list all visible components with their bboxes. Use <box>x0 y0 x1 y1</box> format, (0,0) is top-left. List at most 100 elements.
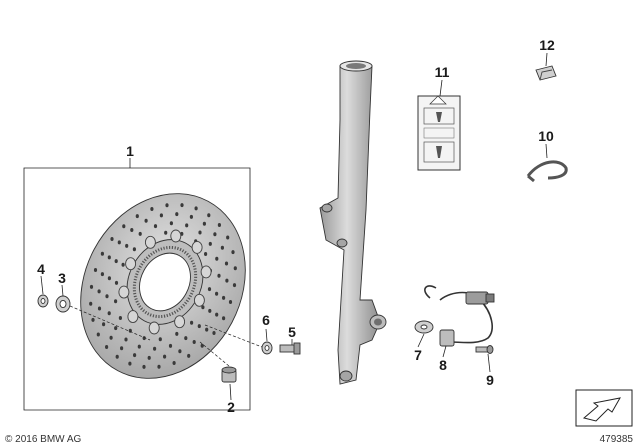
disc-floating-rivet <box>170 229 182 243</box>
disc-vent-hole <box>105 345 109 349</box>
leader-11 <box>439 79 443 97</box>
screw-part-9 <box>475 345 494 354</box>
disc-vent-hole <box>198 230 202 235</box>
callout-12: 12 <box>539 37 555 53</box>
disc-vent-hole <box>100 272 104 277</box>
leader-2 <box>229 383 232 401</box>
disc-vent-hole <box>114 280 119 285</box>
disc-vent-hole <box>217 273 221 278</box>
callout-5: 5 <box>288 324 296 340</box>
disc-vent-hole <box>204 252 208 256</box>
disc-vent-hole <box>178 349 182 354</box>
disc-vent-hole <box>224 261 229 266</box>
bolt-part-5 <box>279 342 301 355</box>
disc-vent-hole <box>213 232 217 237</box>
disc-vent-hole <box>142 364 146 369</box>
disc-vent-hole <box>231 250 235 255</box>
disc-floating-rivet <box>200 265 212 279</box>
disc-floating-rivet <box>193 293 205 307</box>
callout-7: 7 <box>414 347 422 363</box>
disc-vent-hole <box>132 247 136 252</box>
leader-dash-3 <box>69 305 151 341</box>
washer-part-6 <box>261 341 273 355</box>
cable-clip-part-10 <box>526 160 568 183</box>
washer-part <box>55 295 71 313</box>
disc-vent-hole <box>114 326 118 331</box>
group-bracket <box>23 167 251 411</box>
leader-3 <box>61 284 64 297</box>
fork-slider <box>319 60 387 385</box>
disc-floating-rivet <box>118 285 130 299</box>
disc-vent-hole <box>215 312 219 317</box>
callout-9: 9 <box>486 372 494 388</box>
disc-vent-hole <box>202 221 206 226</box>
leader-9 <box>487 353 491 373</box>
disc-vent-hole <box>125 243 129 248</box>
disc-vent-hole <box>158 337 162 342</box>
disc-vent-hole <box>114 299 118 304</box>
disc-vent-hole <box>117 240 121 245</box>
disc-floating-rivet <box>148 321 160 335</box>
disc-vent-hole <box>225 278 229 283</box>
disc-vent-hole <box>169 221 173 226</box>
disc-vent-hole <box>208 241 212 246</box>
disc-vent-hole <box>165 203 169 208</box>
disc-vent-hole <box>190 320 194 325</box>
disc-vent-hole <box>157 364 161 369</box>
disc-floating-rivet <box>127 310 139 324</box>
disc-vent-hole <box>212 331 216 335</box>
disc-vent-hole <box>137 344 141 349</box>
disc-vent-hole <box>201 305 205 310</box>
disc-vent-hole <box>208 308 212 313</box>
circlip-part <box>37 294 49 308</box>
spacer-part-7 <box>414 320 434 334</box>
disc-vent-hole <box>153 224 158 229</box>
disc-vent-hole <box>175 331 179 336</box>
leader-12 <box>545 52 548 67</box>
disc-vent-hole <box>93 268 98 272</box>
brake-disc <box>80 193 246 379</box>
disc-vent-hole <box>107 255 111 260</box>
disc-vent-hole <box>215 291 219 296</box>
disc-vent-hole <box>115 354 119 359</box>
bolt-part-2 <box>221 366 237 383</box>
disc-floating-rivet <box>191 240 203 254</box>
callout-2: 2 <box>227 399 235 415</box>
disc-vent-hole <box>153 346 157 351</box>
diagram-number: 479385 <box>600 434 634 445</box>
disc-floating-rivet <box>144 235 156 249</box>
leader-6 <box>265 328 268 342</box>
disc-vent-hole <box>184 336 188 341</box>
disc-vent-hole <box>187 353 191 358</box>
disc-vent-hole <box>197 324 201 329</box>
disc-vent-hole <box>89 284 94 289</box>
disc-vent-hole <box>96 332 100 337</box>
disc-vent-hole <box>200 343 204 348</box>
disc-vent-hole <box>97 306 102 311</box>
arrow-icon <box>575 389 633 427</box>
disc-vent-hole <box>128 361 132 366</box>
clip-part-12 <box>535 65 557 81</box>
disc-vent-hole <box>124 337 128 342</box>
callout-4: 4 <box>37 261 45 277</box>
abs-sensor-part-8 <box>424 285 495 347</box>
disc-vent-hole <box>107 276 111 281</box>
disc-vent-hole <box>228 300 233 304</box>
disc-vent-hole <box>215 256 219 261</box>
disc-vent-hole <box>122 224 126 229</box>
disc-vent-hole <box>147 355 151 360</box>
disc-vent-hole <box>222 295 226 300</box>
callout-10: 10 <box>538 128 554 144</box>
disc-vent-hole <box>107 311 111 316</box>
leader-7 <box>417 333 425 348</box>
disc-floating-rivet <box>125 257 137 271</box>
disc-vent-hole <box>217 223 221 227</box>
disc-vent-hole <box>100 251 104 256</box>
callout-1: 1 <box>126 143 134 159</box>
disc-vent-hole <box>172 361 176 365</box>
leader-dash-6 <box>204 324 263 348</box>
leader-10 <box>545 143 548 159</box>
disc-floating-rivet <box>174 315 186 329</box>
disc-vent-hole <box>142 336 146 341</box>
